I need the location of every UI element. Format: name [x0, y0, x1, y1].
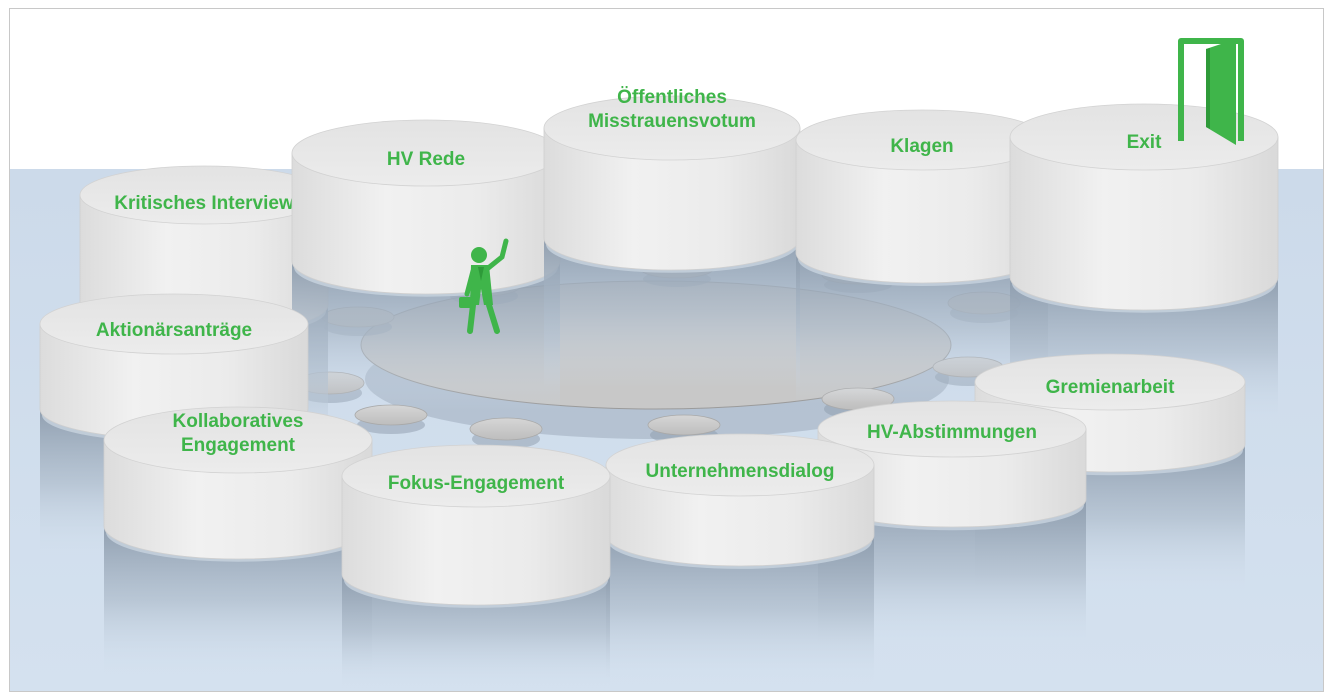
pillar-reflection — [104, 526, 372, 676]
door-frame — [1178, 38, 1244, 141]
door-panel — [1206, 39, 1236, 145]
pillar-label-line: Kritisches Interview — [114, 193, 294, 214]
figure-torso — [470, 265, 493, 305]
pillar-top — [103, 406, 373, 474]
pillar-label-line: Öffentliches — [617, 87, 727, 108]
pillar-hv-abstimmungen[interactable]: HV-Abstimmungen — [817, 400, 1087, 649]
pillar-top — [39, 293, 309, 355]
figure-legs — [467, 302, 500, 334]
pillar-reflection — [544, 238, 800, 388]
stepping-stone — [647, 414, 721, 436]
pillar-label-line: Exit — [1127, 132, 1163, 153]
pillar-label: Exit — [1127, 132, 1163, 153]
pillar-klagen[interactable]: Klagen — [795, 109, 1049, 403]
pillar-reflection — [796, 253, 1048, 403]
pillar-label: Fokus-Engagement — [388, 473, 565, 494]
pillar-label: HV Rede — [387, 149, 465, 170]
pillar-label-line: Aktionärsanträge — [96, 320, 252, 341]
pillar-hv-rede[interactable]: HV Rede — [291, 119, 561, 411]
pillar-label: Unternehmensdialog — [646, 461, 835, 482]
figure-tie — [478, 267, 484, 281]
figure-raised-arm — [484, 238, 509, 272]
pillar-unternehmensdialog[interactable]: Unternehmensdialog — [605, 433, 875, 685]
pillar-side — [543, 127, 801, 271]
exit-door-icon[interactable] — [1178, 38, 1244, 145]
pillar-label: HV-Abstimmungen — [867, 422, 1037, 443]
pillar-top — [605, 433, 875, 497]
pillar-label-line: Klagen — [890, 136, 953, 157]
businessman-icon — [459, 238, 509, 334]
pillar-fokus-engagement[interactable]: Fokus-Engagement — [341, 444, 611, 691]
pillar-label: Gremienarbeit — [1046, 377, 1175, 398]
pillar-top — [817, 400, 1087, 458]
pillar-reflection — [818, 499, 1086, 649]
pillar-label-line: Misstrauensvotum — [588, 111, 756, 132]
pillar-label: Aktionärsanträge — [96, 320, 252, 341]
pillar-top — [974, 353, 1246, 411]
pillar-side — [1009, 136, 1279, 311]
briefcase-icon — [459, 297, 473, 308]
pillar-label-line: Fokus-Engagement — [388, 473, 565, 494]
pillar-reflection — [606, 535, 874, 685]
pillar-label-line: Unternehmensdialog — [646, 461, 835, 482]
pillar-label-line: Engagement — [181, 435, 296, 456]
pillar-label-line: HV-Abstimmungen — [867, 422, 1037, 443]
figure-arm — [464, 268, 476, 297]
pillar-label-line: Gremienarbeit — [1046, 377, 1175, 398]
pillar-label-line: Kollaboratives — [173, 411, 304, 432]
pillar-label-line: HV Rede — [387, 149, 465, 170]
pillar-label: Klagen — [890, 136, 953, 157]
pillar-top — [341, 444, 611, 508]
pillar-side — [341, 475, 611, 606]
pillar-reflection — [292, 261, 560, 411]
stepping-stone — [469, 417, 543, 441]
pillar-label: Kritisches Interview — [114, 193, 294, 214]
pillar-top — [543, 95, 801, 161]
door-edge — [1206, 48, 1210, 129]
pillars-front-row: AktionärsanträgeGremienarbeitHV-Abstimmu… — [39, 293, 1246, 691]
figure-head — [471, 247, 487, 263]
